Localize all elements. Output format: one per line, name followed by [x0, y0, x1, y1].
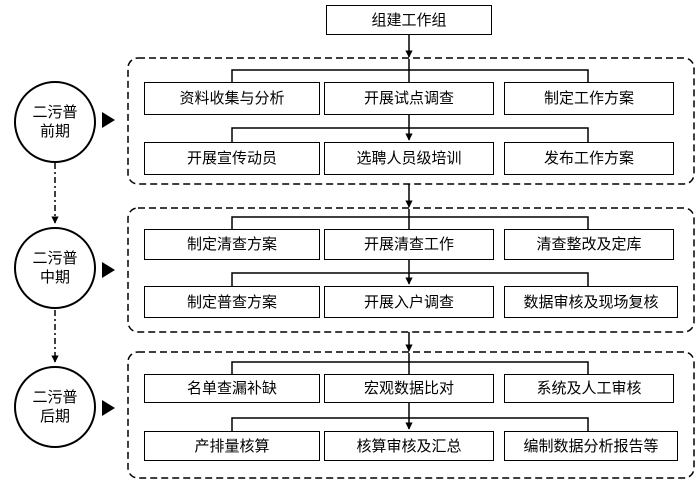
phase-circle-early-line1: 二污普 [32, 103, 78, 122]
middle-step-inventory-plan: 制定清查方案 [144, 229, 320, 260]
early-step-work-plan: 制定工作方案 [504, 82, 674, 115]
pointer-triangle-late [102, 400, 115, 416]
late-step-fill-gaps: 名单查漏补缺 [144, 374, 320, 403]
early-step-publicity: 开展宣传动员 [144, 142, 320, 175]
phase-circle-middle-line2: 中期 [39, 268, 70, 286]
phase-circle-early: 二污普 前期 [14, 81, 96, 163]
late-step-system-review: 系统及人工审核 [504, 374, 674, 403]
early-step-publish-plan: 发布工作方案 [504, 142, 674, 175]
middle-step-data-review: 数据审核及现场复核 [504, 286, 678, 318]
pointer-triangle-middle [102, 262, 115, 278]
phase-circle-late-line2: 后期 [39, 407, 70, 425]
connectors-early [231, 59, 589, 142]
early-step-data-collection: 资料收集与分析 [144, 82, 320, 115]
late-step-report: 编制数据分析报告等 [504, 431, 678, 461]
late-step-accounting-summary: 核算审核及汇总 [324, 431, 494, 461]
middle-step-household-survey: 开展入户调查 [324, 286, 494, 318]
top-box: 组建工作组 [326, 5, 492, 35]
connectors-late [231, 353, 589, 431]
phase-circle-late-line1: 二污普 [32, 388, 78, 407]
middle-step-rectify-database: 清查整改及定库 [504, 229, 674, 260]
phase-circle-middle: 二污普 中期 [14, 227, 96, 309]
phase-circle-early-line2: 前期 [39, 122, 70, 140]
late-step-emission-accounting: 产排量核算 [144, 431, 320, 461]
phase-circle-middle-line1: 二污普 [32, 249, 78, 268]
connectors-middle [231, 209, 589, 286]
late-step-macro-compare: 宏观数据比对 [324, 374, 494, 403]
middle-step-census-plan: 制定普查方案 [144, 286, 320, 318]
phase-circle-late: 二污普 后期 [14, 366, 96, 448]
early-step-staff-training: 选聘人员级培训 [324, 142, 494, 175]
early-step-pilot-survey: 开展试点调查 [324, 82, 494, 115]
pointer-triangle-early [102, 112, 115, 128]
middle-step-inventory-work: 开展清查工作 [324, 229, 494, 260]
